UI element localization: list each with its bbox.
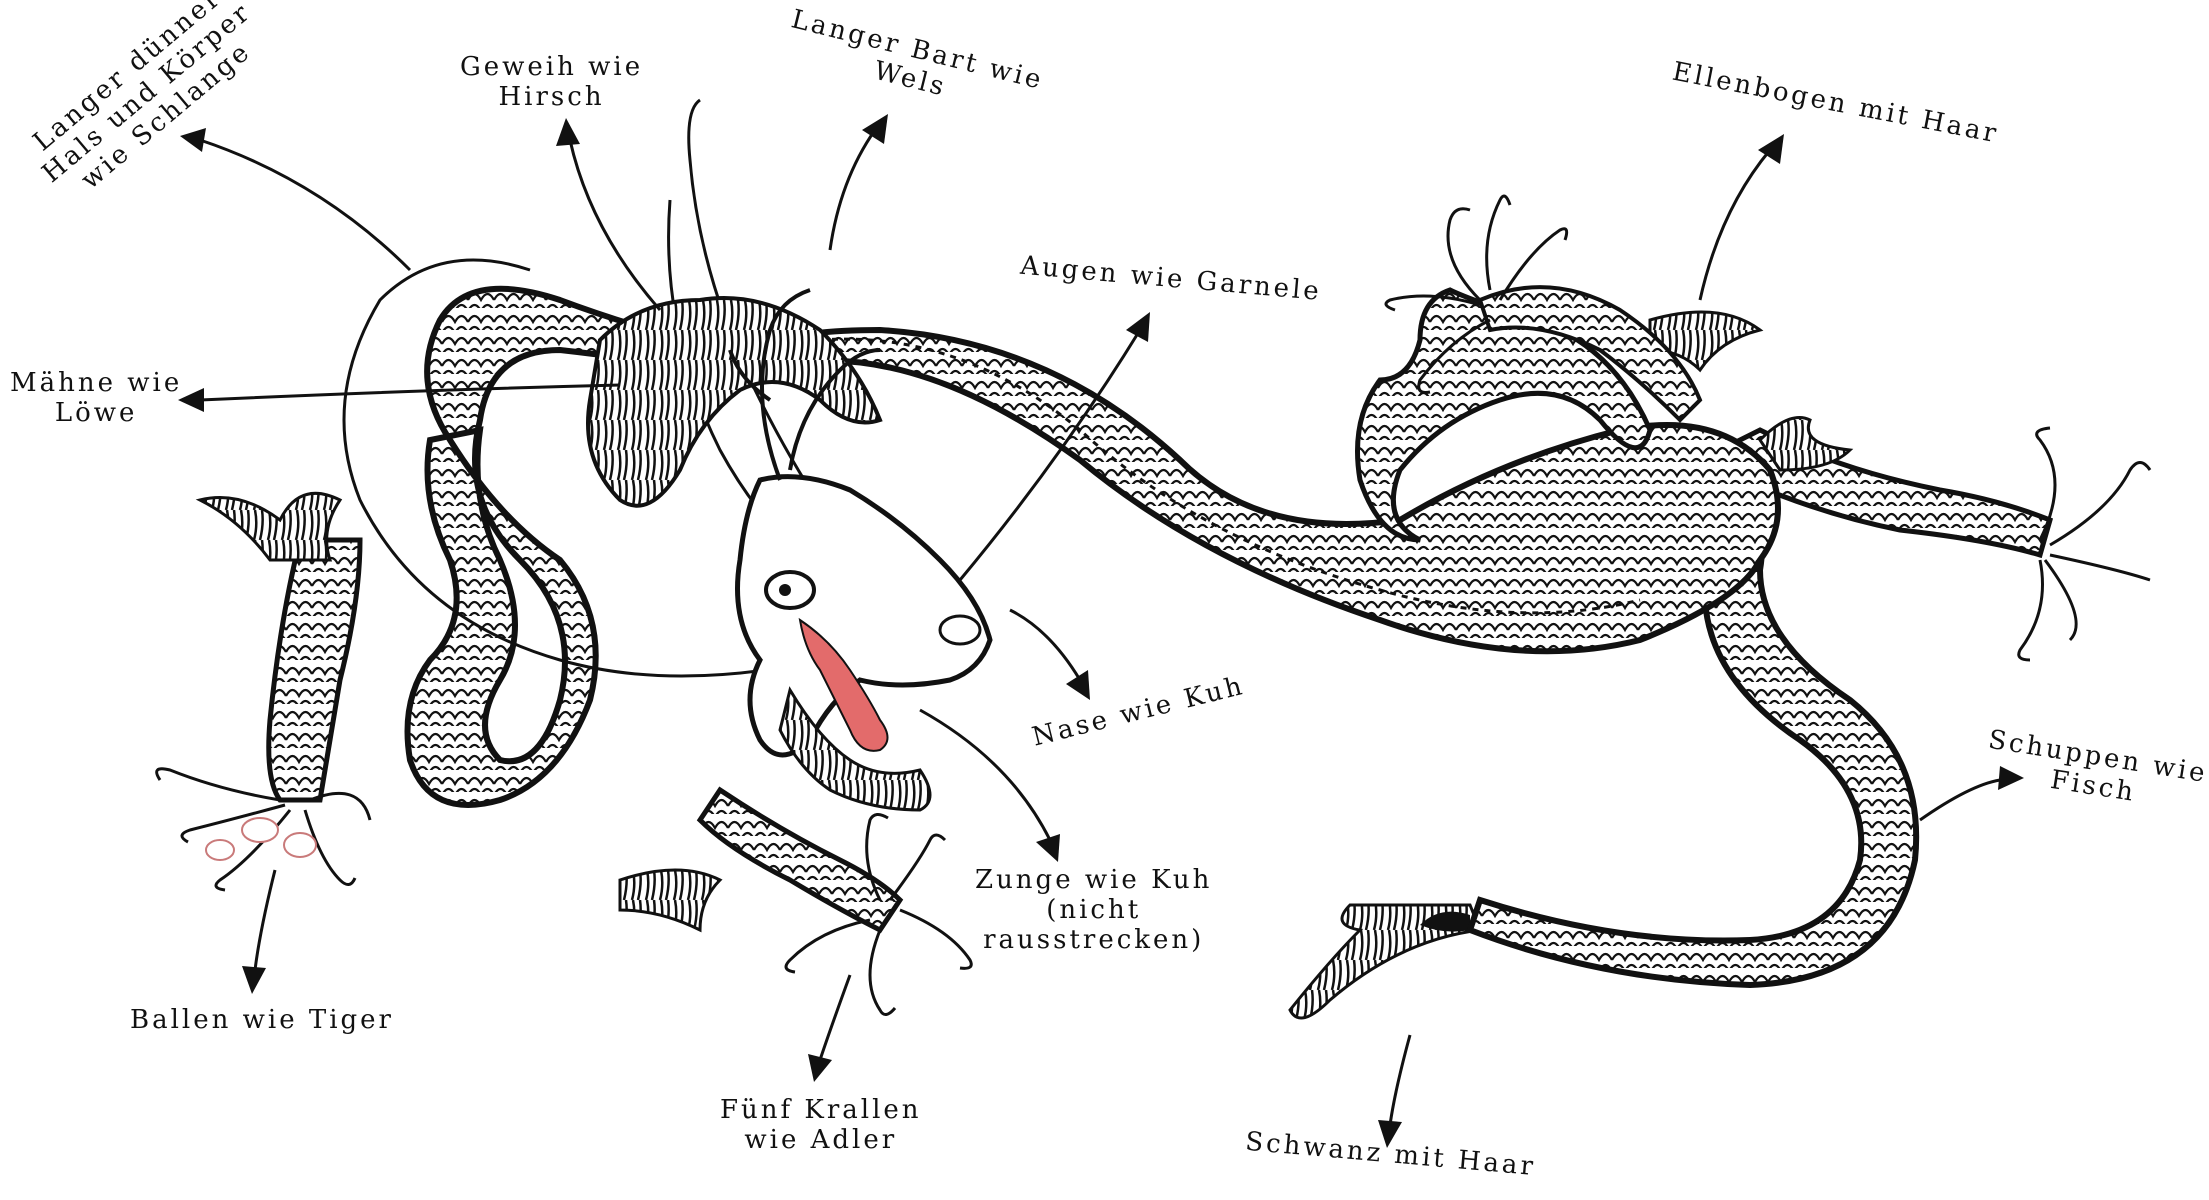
arrow-tail <box>1390 1035 1410 1125</box>
arrow-neck <box>200 140 410 270</box>
arrow-beard <box>830 130 875 250</box>
arrow-scales <box>1920 780 2000 820</box>
label-claws: Fünf Krallen wie Adler <box>720 1095 922 1155</box>
dragon-rear-left-leg <box>269 540 360 800</box>
label-tongue-line-2: (nicht <box>975 895 1212 925</box>
tiger-pads <box>206 818 316 860</box>
cow-nose <box>940 616 980 644</box>
label-mane-line-1: Mähne wie <box>10 368 182 398</box>
eye-pupil <box>779 584 791 596</box>
arrow-head-eyes <box>1126 312 1150 342</box>
label-antlers-line-1: Geweih wie <box>460 52 643 82</box>
label-antlers: Geweih wie Hirsch <box>460 52 643 112</box>
label-pads-line-1: Ballen wie Tiger <box>130 1005 394 1035</box>
arrow-elbow <box>1700 150 1770 300</box>
arrow-head-beard <box>862 114 888 144</box>
label-antlers-line-2: Hirsch <box>460 82 643 112</box>
arrow-head-tongue <box>1036 834 1060 862</box>
arrow-pads <box>255 870 275 970</box>
arrow-claws <box>820 975 850 1060</box>
tail-hair <box>1290 905 1480 1018</box>
rear-left-leg-hair <box>200 493 340 560</box>
label-tongue-line-1: Zunge wie Kuh <box>975 865 1212 895</box>
arrow-head-antlers <box>556 118 580 146</box>
arrow-head-neck <box>180 128 206 152</box>
label-mane-line-2: Löwe <box>10 398 182 428</box>
arrow-nose <box>1010 610 1080 680</box>
arrow-antlers <box>570 140 660 310</box>
arrow-mane <box>200 385 620 400</box>
label-claws-line-1: Fünf Krallen <box>720 1095 922 1125</box>
dragon-front-left-leg <box>700 790 900 930</box>
label-mane: Mähne wie Löwe <box>10 368 182 428</box>
label-tongue: Zunge wie Kuh (nicht rausstrecken) <box>975 865 1212 955</box>
label-tongue-line-3: rausstrecken) <box>975 925 1212 955</box>
label-pads: Ballen wie Tiger <box>130 1005 394 1035</box>
front-left-leg-hair <box>620 870 720 930</box>
arrow-head-claws <box>808 1054 832 1082</box>
label-claws-line-2: wie Adler <box>720 1125 922 1155</box>
arrow-head-pads <box>242 966 266 994</box>
